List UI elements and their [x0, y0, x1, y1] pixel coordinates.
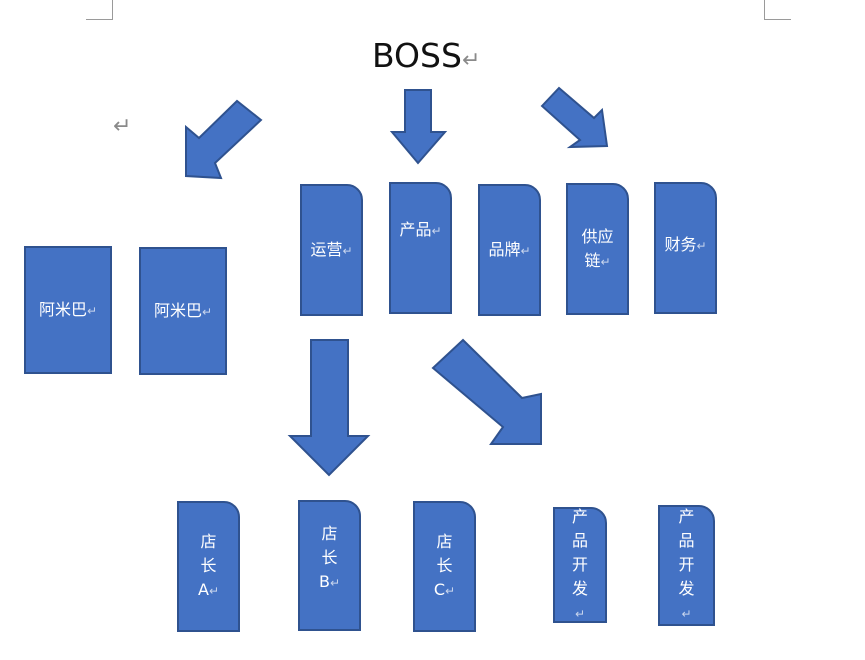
arrow-down-right	[540, 86, 609, 149]
paragraph-mark-icon: ↵	[681, 607, 692, 621]
paragraph-mark-icon: ↵	[520, 243, 531, 258]
store-manager-box-c: 店长C↵	[413, 501, 476, 632]
arrow-down-left	[185, 99, 263, 180]
amoeba-box: 阿米巴↵	[24, 246, 112, 374]
box-label: 品牌	[488, 239, 521, 259]
product-dev-box: 产品开发 ↵	[658, 505, 715, 626]
arrow-down-large	[287, 339, 371, 477]
department-box-product: 产品↵	[389, 182, 452, 314]
box-label: 店长B	[318, 524, 338, 591]
box-label: 财务	[664, 234, 697, 254]
box-label: 产品开发	[571, 506, 588, 598]
arrow-down-right-large	[431, 338, 542, 445]
amoeba-box: 阿米巴↵	[139, 247, 227, 375]
box-label: 阿米巴	[153, 300, 202, 320]
department-box-supply-chain: 供应链↵	[566, 183, 629, 315]
page-corner-mark	[764, 0, 791, 20]
title-text: BOSS	[372, 36, 462, 75]
paragraph-mark-icon: ↵	[431, 223, 442, 238]
paragraph-mark-icon: ↵	[86, 303, 98, 318]
box-label: 店长A	[197, 532, 217, 599]
paragraph-mark-icon: ↵	[201, 304, 213, 319]
box-label: 产品	[399, 219, 432, 239]
department-box-finance: 财务↵	[654, 182, 717, 314]
page-corner-mark	[86, 0, 113, 20]
paragraph-mark-icon: ↵	[342, 243, 353, 258]
department-box-brand: 品牌↵	[478, 184, 541, 316]
box-label: 供应链	[581, 226, 614, 270]
paragraph-mark-icon: ↵	[574, 606, 586, 621]
paragraph-mark-icon: ↵	[600, 254, 611, 269]
paragraph-mark-icon: ↵	[208, 584, 219, 598]
paragraph-mark-icon: ↵	[696, 238, 707, 253]
paragraph-mark-icon: ↵	[329, 576, 341, 590]
box-label: 店长C	[433, 532, 453, 599]
department-box-operations: 运营↵	[300, 184, 363, 316]
diagram-title: BOSS↵	[372, 36, 480, 75]
box-label: 阿米巴	[38, 299, 87, 319]
arrow-down	[389, 89, 448, 165]
paragraph-mark-icon: ↵	[445, 584, 456, 598]
box-label: 产品开发	[678, 507, 695, 598]
store-manager-box-b: 店长B↵	[298, 500, 361, 631]
paragraph-mark-icon: ↵	[113, 114, 132, 139]
store-manager-box-a: 店长A↵	[177, 501, 240, 632]
box-label: 运营	[310, 239, 343, 259]
product-dev-box: 产品开发 ↵	[553, 507, 607, 623]
paragraph-mark-icon: ↵	[461, 48, 481, 73]
